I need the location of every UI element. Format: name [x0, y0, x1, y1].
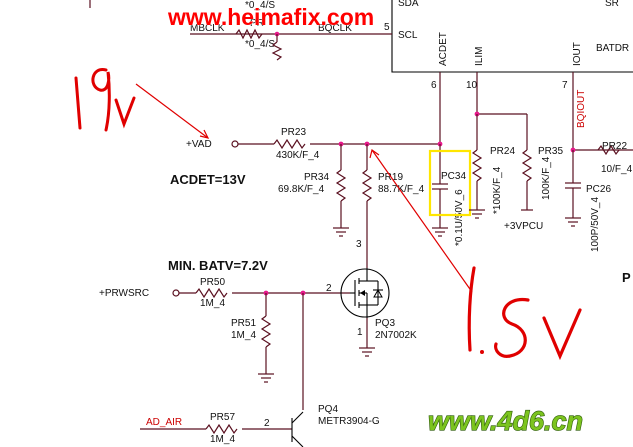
ic-pin-ilim: ILIM — [474, 47, 485, 66]
prwsrc-section: +PRWSRC PR50 1M_4 2 PR51 1M_4 — [99, 268, 417, 410]
charger-ic: SDA SR SCL BATDR ACDET ILIM IOUT 5 — [384, 0, 633, 73]
mbclk-net-label: MBCLK — [190, 23, 225, 34]
ic-pin-wires: 6 10 7 — [431, 72, 574, 150]
ad-air-net-label: AD_AIR — [146, 417, 182, 428]
ad-air-section: AD_AIR PR57 1M_4 2 PQ4 METR3904-G — [140, 404, 380, 447]
top-resistor-1-value: *0_4/S — [245, 0, 275, 11]
pr34-value: 69.8K/F_4 — [278, 184, 325, 195]
pq4-transistor — [291, 411, 304, 447]
pr23-value: 430K/F_4 — [276, 150, 320, 161]
bqclk-net-label: BQCLK — [318, 23, 352, 34]
pr50-ref: PR50 — [200, 277, 225, 288]
pin-7-number: 7 — [562, 80, 568, 91]
ground-symbol — [432, 227, 448, 237]
top-resistor-ref-fragment: PR — [250, 18, 264, 29]
pr19-value: 88.7K/F_4 — [378, 184, 425, 195]
pq3-mosfet — [340, 268, 390, 318]
right-edge-label: P — [622, 270, 631, 285]
pr23-resistor — [273, 138, 306, 150]
ic-pin-sda: SDA — [398, 0, 419, 9]
ic-pin-sr: SR — [605, 0, 619, 9]
ic-pin-iout: IOUT — [572, 42, 583, 66]
pr19-resistor — [361, 169, 373, 202]
pr35-ref: PR35 — [538, 146, 563, 157]
handwritten-19v-text: 19v — [90, 149, 92, 151]
pq3-value: 2N7002K — [375, 330, 417, 341]
vad-divider: +VAD PR23 430K/F_4 PR34 69.8K/F_4 PR19 8… — [186, 127, 443, 268]
pr34-resistor — [335, 169, 347, 202]
ground-symbol — [565, 217, 581, 227]
watermark-heimafix: www.heimafix.com — [167, 4, 374, 30]
top-resistor-2-value: *0_4/S — [245, 39, 275, 50]
pc34-capacitor: PC34 *0.1U/50V_6 — [428, 144, 472, 246]
pr51-resistor — [260, 315, 272, 348]
pc26-value: 100P/50V_4 — [590, 197, 601, 252]
pq3-drain-pin: 3 — [356, 239, 362, 250]
ground-symbol — [258, 373, 274, 383]
pq4-value: METR3904-G — [318, 416, 380, 427]
pq3-gate-pin: 2 — [326, 283, 332, 294]
iout-filter: BQIOUT PR22 10/F_4 PC26 100P/50V_4 P — [565, 90, 633, 285]
pr22-ref: PR22 — [602, 141, 627, 152]
vpcu-net-label: +3VPCU — [504, 221, 543, 232]
pc26-ref: PC26 — [586, 184, 611, 195]
ic-pin-batdr: BATDR — [596, 43, 629, 54]
ilim-divider: PR24 *100K/F_4 PR35 100K/F_4 +3VPCU — [469, 111, 563, 232]
pr22-value: 10/F_4 — [601, 164, 633, 175]
bqiout-net-label: BQIOUT — [576, 90, 587, 128]
pr24-value: *100K/F_4 — [492, 166, 503, 214]
pc34-highlight-box — [428, 149, 472, 217]
pr57-resistor — [205, 423, 238, 435]
ground-symbol — [359, 347, 375, 357]
ic-pin-acdet: ACDET — [438, 32, 449, 66]
pr57-ref: PR57 — [210, 412, 235, 423]
pr34-ref: PR34 — [304, 172, 329, 183]
pc34-ref: PC34 — [441, 171, 466, 182]
pr35-value: 100K/F_4 — [541, 156, 552, 200]
pr57-value: 1M_4 — [210, 434, 235, 445]
min-batv-note: MIN. BATV=7.2V — [168, 258, 268, 273]
annotation-arrows — [135, 83, 473, 293]
vad-net-label: +VAD — [186, 139, 212, 150]
pq3-source-pin: 1 — [357, 327, 363, 338]
pr51-value: 1M_4 — [231, 330, 256, 341]
ground-symbol — [469, 209, 485, 219]
pr50-resistor — [195, 287, 228, 299]
ic-pin-5-number: 5 — [384, 22, 390, 33]
prwsrc-net-label: +PRWSRC — [99, 288, 149, 299]
pr23-ref: PR23 — [281, 127, 306, 138]
pq4-base-pin: 2 — [264, 418, 270, 429]
pc34-value: *0.1U/50V_6 — [454, 189, 465, 246]
handwritten-15v: 1.5V — [467, 266, 582, 361]
pr51-ref: PR51 — [231, 318, 256, 329]
pin-10-number: 10 — [466, 80, 478, 91]
pq4-ref: PQ4 — [318, 404, 338, 415]
pr24-ref: PR24 — [490, 146, 515, 157]
pr24-resistor — [471, 149, 483, 182]
pr35-resistor — [521, 149, 533, 182]
ground-symbol — [333, 227, 349, 237]
handwritten-19v: 19v — [74, 68, 136, 151]
pq3-ref: PQ3 — [375, 318, 395, 329]
watermark-4d6: www.4d6.cn — [428, 406, 583, 436]
pin-6-number: 6 — [431, 80, 437, 91]
pr22-resistor — [597, 144, 620, 156]
acdet-voltage-note: ACDET=13V — [170, 172, 246, 187]
handwritten-15v-text: 1.5V — [520, 359, 522, 361]
scl-section: MBCLK BQCLK *0_4/S *0_4/S PR — [89, 0, 392, 61]
pr50-value: 1M_4 — [200, 298, 225, 309]
ic-pin-scl: SCL — [398, 30, 418, 41]
